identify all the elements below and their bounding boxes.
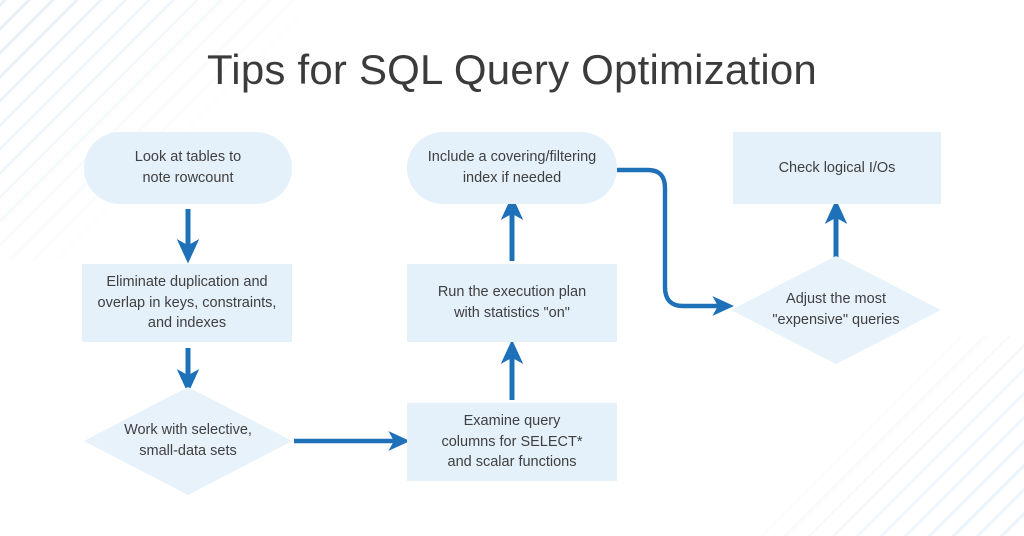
flow-node-label: Eliminate duplication and overlap in key… [97, 274, 277, 332]
flow-node-include-covering-index[interactable]: Include a covering/filtering index if ne… [407, 132, 617, 204]
flow-node-look-at-tables[interactable]: Look at tables to note rowcount [84, 132, 292, 204]
flow-node-label: Run the execution plan with statistics "… [437, 284, 587, 321]
flow-node-label: Adjust the most "expensive" queries [772, 291, 900, 328]
flow-node-run-execution-plan[interactable]: Run the execution plan with statistics "… [407, 264, 617, 342]
flow-node-label: Work with selective, small-data sets [124, 422, 252, 459]
edge-n6-n7 [617, 167, 734, 316]
flow-node-eliminate-duplication[interactable]: Eliminate duplication and overlap in key… [82, 264, 292, 342]
page-title: Tips for SQL Query Optimization [207, 46, 817, 93]
flow-node-label: Include a covering/filtering index if ne… [427, 149, 597, 186]
flow-node-work-with-selective[interactable]: Work with selective, small-data sets [84, 387, 292, 495]
decorative-stripes-top-left [0, 0, 300, 260]
flow-node-examine-query-columns[interactable]: Examine query columns for SELECT* and sc… [407, 403, 617, 481]
flow-node-check-logical-ios[interactable]: Check logical I/Os [733, 132, 941, 204]
decorative-stripes-bottom-right [754, 336, 1024, 536]
flow-node-label: Examine query columns for SELECT* and sc… [441, 413, 583, 471]
flow-node-label: Check logical I/Os [778, 159, 896, 176]
flow-node-label: Look at tables to note rowcount [134, 149, 242, 186]
flow-node-adjust-expensive-queries[interactable]: Adjust the most "expensive" queries [731, 256, 941, 364]
